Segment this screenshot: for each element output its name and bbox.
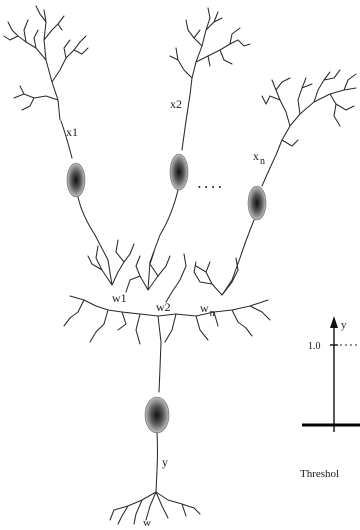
inset-y-arrow — [330, 316, 338, 328]
dendrites-2 — [170, 8, 250, 95]
soma-output — [145, 397, 169, 433]
label-w2: w2 — [156, 300, 171, 314]
label-xn: xn — [253, 149, 265, 167]
soma-n — [248, 186, 266, 220]
input-neuron-1: x1 — [4, 6, 112, 285]
axon-output — [156, 433, 158, 492]
dendrites-1 — [4, 6, 88, 120]
synapse-region — [64, 240, 270, 392]
inset-caption: Threshol — [300, 468, 339, 480]
inset-tick-label: 1.0 — [308, 341, 321, 352]
soma-2 — [170, 154, 188, 190]
input-neuron-2: x2 — [148, 8, 250, 290]
label-w1: w1 — [112, 291, 127, 305]
soma-1 — [67, 163, 85, 197]
axon-terminals — [110, 492, 200, 524]
label-x1: x1 — [66, 125, 78, 139]
threshold-plot: y 1.0 Threshol — [300, 316, 360, 480]
label-x2: x2 — [170, 97, 182, 111]
inset-y-label: y — [341, 319, 347, 331]
label-wn: wn — [200, 301, 215, 319]
axon-2 — [182, 95, 190, 150]
ellipsis-dots: • • • • — [198, 183, 222, 192]
label-y: y — [162, 455, 168, 469]
output-neuron: y w — [110, 397, 200, 529]
dendrites-n — [262, 70, 356, 155]
label-w: w — [143, 517, 151, 529]
input-neuron-n: xn — [222, 70, 356, 295]
